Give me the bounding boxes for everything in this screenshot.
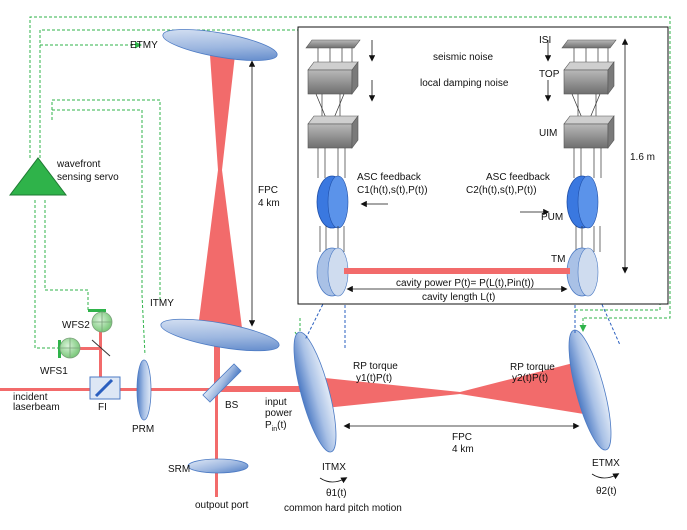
fpc-x-label-line1: FPC	[452, 432, 472, 443]
wfs1-label: WFS1	[40, 366, 68, 377]
left-suspension-chain	[305, 39, 361, 297]
beamsplitter: BS	[202, 363, 242, 411]
asc-left-line2: C1(h(t),s(t),P(t))	[357, 185, 428, 196]
tm-label: TM	[551, 254, 565, 265]
height-label: 1.6 m	[630, 152, 655, 163]
itmy-mirror: ITMY	[150, 298, 280, 352]
srm-mirror: SRM	[168, 458, 249, 475]
uim-label: UIM	[539, 128, 557, 139]
itmx-mirror: ITMX	[293, 331, 346, 473]
output-port-label: outpout port	[195, 500, 249, 511]
right-suspension-chain	[561, 39, 617, 297]
wfs-label-line2: sensing servo	[57, 172, 119, 183]
bs-to-itmy-beam	[214, 335, 220, 390]
itmx-label: ITMX	[322, 462, 346, 473]
asc-left-line1: ASC feedback	[357, 172, 422, 183]
input-power-line2: power	[265, 408, 293, 419]
seismic-noise-label: seismic noise	[433, 52, 493, 63]
inset-cavity-beam	[344, 268, 570, 274]
incident-label-line2: laserbeam	[13, 402, 60, 413]
etmy-label: ETMY	[130, 40, 158, 51]
pickoff-splitter	[91, 339, 111, 357]
prm-label: PRM	[132, 424, 154, 435]
asc-right-line2: C2(h(t),s(t),P(t))	[466, 185, 537, 196]
cavity-length-label: cavity length L(t)	[422, 292, 495, 303]
inset-links	[304, 299, 621, 350]
prm-mirror: PRM	[132, 359, 154, 435]
pum-label: PUM	[541, 212, 563, 223]
wfs-pickoff-beam	[99, 322, 102, 388]
incident-label-line1: incident	[13, 392, 48, 403]
wfs2-sensor: WFS2	[62, 309, 113, 333]
y-arm-cavity-beam	[198, 55, 242, 328]
wfs1-sensor: WFS1	[40, 337, 81, 377]
wavefront-sensing-servo: wavefront sensing servo	[8, 157, 119, 196]
servo-triangle-icon	[8, 157, 68, 196]
theta2-rotation-arrow	[591, 473, 620, 480]
etmx-label: ETMX	[592, 458, 620, 469]
rp-torque-left-line2: y1(t)P(t)	[356, 373, 392, 384]
cavity-power-label: cavity power P(t)= P(L(t),Pin(t))	[396, 278, 534, 289]
fpc-y-label-line2: 4 km	[258, 198, 280, 209]
rp-torque-right-line2: y2(t)P(t)	[512, 373, 548, 384]
bs-label: BS	[225, 400, 239, 411]
suspension-inset: seismic noise local damping noise ISI TO…	[297, 26, 669, 305]
fpc-y-label-line1: FPC	[258, 185, 278, 196]
top-label: TOP	[539, 69, 560, 80]
itmy-label: ITMY	[150, 298, 174, 309]
asc-right-line1: ASC feedback	[486, 172, 551, 183]
srm-label: SRM	[168, 464, 190, 475]
etmy-mirror: ETMY	[130, 29, 278, 61]
bs-to-itmx-beam	[215, 386, 310, 392]
rp-torque-left-line1: RP torque	[353, 361, 398, 372]
faraday-isolator: FI	[89, 376, 121, 413]
theta1-rotation-arrow	[319, 477, 348, 484]
x-arm-cavity-beam	[325, 360, 590, 415]
input-power-symbol: Pin(t)	[265, 420, 287, 433]
local-damping-noise-label: local damping noise	[420, 78, 509, 89]
theta2-label: θ2(t)	[596, 486, 617, 497]
rp-torque-right-line1: RP torque	[510, 362, 555, 373]
wfs-label-line1: wavefront	[56, 159, 101, 170]
wfs2-label: WFS2	[62, 320, 90, 331]
isi-label: ISI	[539, 35, 551, 46]
input-power-line1: input	[265, 397, 287, 408]
common-motion-label: common hard pitch motion	[284, 503, 402, 514]
fpc-x-label-line2: 4 km	[452, 444, 474, 455]
wfs1-beam	[70, 347, 102, 350]
output-beam	[215, 392, 218, 497]
etmx-mirror: ETMX	[568, 329, 620, 469]
theta1-label: θ1(t)	[326, 488, 347, 499]
fi-label: FI	[98, 402, 107, 413]
